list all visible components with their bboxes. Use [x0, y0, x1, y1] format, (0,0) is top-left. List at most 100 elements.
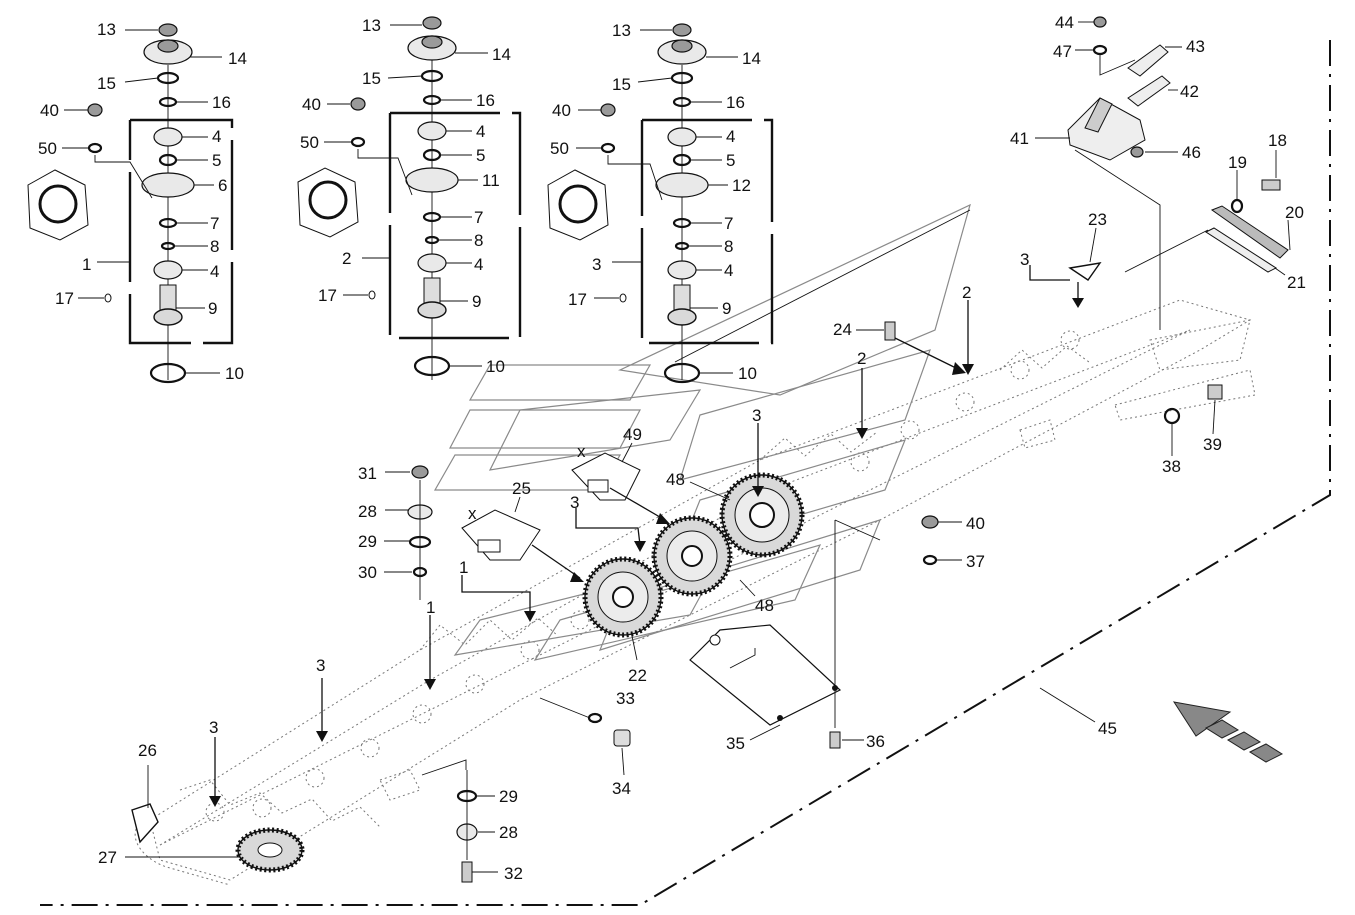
- callout-label-c44: 44: [1055, 13, 1074, 32]
- callout-label-c38: 38: [1162, 457, 1181, 476]
- callout-label-c4b: 4: [210, 262, 219, 281]
- callout-label-c9b: 9: [472, 292, 481, 311]
- callout-label-c10b: 10: [486, 357, 505, 376]
- callout-label-c37: 37: [966, 552, 985, 571]
- callout-label-c25: 25: [512, 479, 531, 498]
- callout-label-c4d: 4: [474, 255, 483, 274]
- callout-label-c14c: 14: [742, 49, 761, 68]
- callout-label-c14b: 14: [492, 45, 511, 64]
- shield-49: [571, 452, 641, 501]
- callout-label-c28a: 28: [358, 502, 377, 521]
- callout-label-c27: 27: [98, 848, 117, 867]
- callout-label-c2c: 2: [857, 349, 866, 368]
- callout-label-c7c: 7: [724, 214, 733, 233]
- callout-label-c10a: 10: [225, 364, 244, 383]
- callout-label-cxa: x: [577, 442, 586, 461]
- fasteners: [407, 16, 1281, 883]
- bracket-41: [1067, 97, 1146, 161]
- callout-label-c5c: 5: [726, 151, 735, 170]
- callout-label-c3e: 3: [316, 656, 325, 675]
- callout-label-c3b: 3: [1020, 250, 1029, 269]
- gear-48-middle: [651, 515, 733, 597]
- gear-27: [235, 827, 305, 873]
- callout-label-c3c: 3: [752, 406, 761, 425]
- callout-label-c18: 18: [1268, 131, 1287, 150]
- callout-label-c7b: 7: [474, 208, 483, 227]
- callout-label-c9a: 9: [208, 299, 217, 318]
- callout-label-c3d: 3: [570, 493, 579, 512]
- callout-label-c4a: 4: [212, 127, 221, 146]
- callout-label-c11: 11: [482, 171, 500, 190]
- callout-label-c1c: 1: [426, 598, 435, 617]
- callout-label-c35: 35: [726, 734, 745, 753]
- callout-label-c40a: 40: [40, 101, 59, 120]
- callout-label-c16c: 16: [726, 93, 745, 112]
- callout-label-c7a: 7: [210, 214, 219, 233]
- callout-label-c34: 34: [612, 779, 631, 798]
- callout-label-c13c: 13: [612, 21, 631, 40]
- callout-label-c9c: 9: [722, 299, 731, 318]
- callout-label-c40c: 40: [552, 101, 571, 120]
- callout-label-c3a: 3: [592, 255, 601, 274]
- callout-label-c17a: 17: [55, 289, 74, 308]
- callout-label-c24: 24: [833, 320, 852, 339]
- callout-label-c31: 31: [358, 464, 377, 483]
- callout-label-c22: 22: [628, 666, 647, 685]
- bracket-42: [1127, 75, 1171, 107]
- callout-label-c4e: 4: [726, 127, 735, 146]
- callout-label-c5a: 5: [212, 151, 221, 170]
- callout-label-c2b: 2: [962, 283, 971, 302]
- callout-label-c8c: 8: [724, 237, 733, 256]
- callout-label-c15a: 15: [97, 74, 116, 93]
- callout-label-c50a: 50: [38, 139, 57, 158]
- callout-label-c3f: 3: [209, 718, 218, 737]
- callout-label-c6: 6: [218, 176, 227, 195]
- callout-label-c13b: 13: [362, 16, 381, 35]
- callout-label-c45: 45: [1098, 719, 1117, 738]
- callout-label-c41: 41: [1010, 129, 1029, 148]
- callout-label-c1a: 1: [82, 255, 91, 274]
- blade-26: [131, 803, 159, 844]
- leader-lines: [62, 21, 1291, 873]
- callout-label-c50b: 50: [300, 133, 319, 152]
- callout-label-c29a: 29: [358, 532, 377, 551]
- callout-label-c47: 47: [1053, 42, 1072, 61]
- callout-label-c19: 19: [1228, 153, 1247, 172]
- callout-label-c15b: 15: [362, 69, 381, 88]
- callout-label-c16a: 16: [212, 93, 231, 112]
- hub-assembly-2: [297, 16, 522, 380]
- callout-label-c29b: 29: [499, 787, 518, 806]
- boundary-frame: [40, 40, 1331, 906]
- callout-label-c10c: 10: [738, 364, 757, 383]
- gear-48-upper: [719, 472, 805, 558]
- hub-assembly-3: [547, 23, 774, 384]
- callout-label-c4f: 4: [724, 261, 733, 280]
- callout-label-c48b: 48: [755, 596, 774, 615]
- callout-label-c36: 36: [866, 732, 885, 751]
- callout-label-c14a: 14: [228, 49, 247, 68]
- callout-label-c46: 46: [1182, 143, 1201, 162]
- callout-label-c39: 39: [1203, 435, 1222, 454]
- callout-label-c13a: 13: [97, 20, 116, 39]
- callout-label-c50c: 50: [550, 139, 569, 158]
- cover-plate-35: [689, 624, 842, 726]
- callout-label-c42: 42: [1180, 82, 1199, 101]
- callout-label-c32: 32: [504, 864, 523, 883]
- plate-23: [1068, 262, 1102, 281]
- gear-22: [582, 556, 664, 638]
- callout-label-c28b: 28: [499, 823, 518, 842]
- callout-label-c8a: 8: [210, 237, 219, 256]
- callout-label-c33: 33: [616, 689, 635, 708]
- callout-label-c26: 26: [138, 741, 157, 760]
- overlay-plates: [433, 203, 971, 661]
- callout-label-c2a: 2: [342, 249, 351, 268]
- callout-label-c17c: 17: [568, 290, 587, 309]
- callout-label-cxb: x: [468, 504, 477, 523]
- callout-label-c20: 20: [1285, 203, 1304, 222]
- callout-label-c4c: 4: [476, 122, 485, 141]
- callout-label-c30: 30: [358, 563, 377, 582]
- direction-arrow-icon: [1172, 701, 1284, 763]
- callout-label-c43: 43: [1186, 37, 1205, 56]
